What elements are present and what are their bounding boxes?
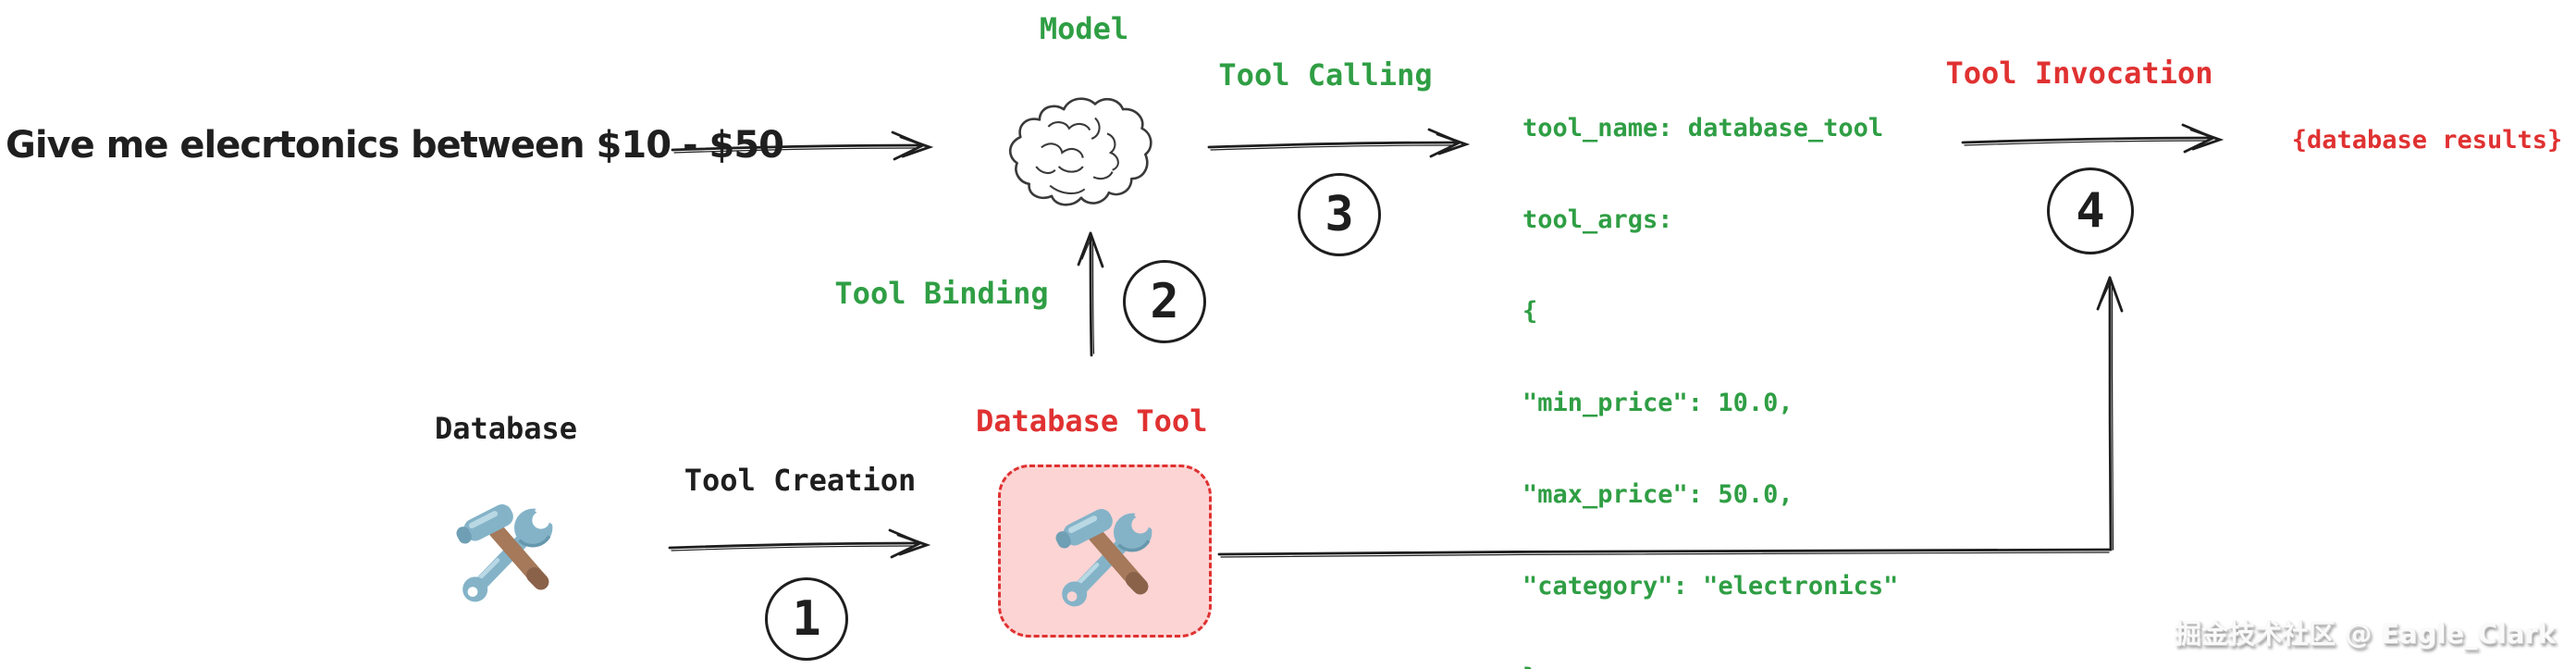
code-line: } [1522, 663, 1929, 669]
database-results-text: {database results} [2291, 126, 2563, 155]
arrow-query-to-model [671, 130, 934, 161]
code-line: tool_name: database_tool [1522, 114, 1884, 142]
step-circle-4: 4 [2047, 167, 2134, 254]
code-line: "max_price": 50.0, [1522, 480, 1793, 509]
database-tool-box [998, 465, 1212, 638]
arrow-tool-to-invocation [1217, 276, 2124, 558]
code-line: tool_args: [1522, 205, 1673, 234]
arrow-database-to-tool [668, 528, 931, 559]
step-number: 3 [1325, 187, 1354, 242]
hammer-wrench-icon [1055, 504, 1164, 606]
step-number: 4 [2076, 183, 2105, 239]
brain-icon [1008, 97, 1152, 206]
database-tool-label: Database Tool [976, 403, 1208, 439]
tool-creation-label: Tool Creation [684, 463, 917, 498]
code-line: "category": "electronics" [1522, 572, 1899, 601]
tool-invocation-label: Tool Invocation [1945, 56, 2213, 91]
arrow-tool-to-model [1077, 231, 1104, 357]
model-label: Model [1039, 11, 1129, 46]
code-line: "min_price": 10.0, [1522, 389, 1793, 417]
step-circle-1: 1 [765, 577, 848, 661]
hammer-wrench-icon [456, 500, 564, 602]
database-label: Database [434, 411, 578, 446]
tool-call-code-block: tool_name: database_tool tool_args: { "m… [1522, 52, 1929, 669]
watermark-text: 掘金技术社区 @ Eagle_Clark [2175, 618, 2556, 650]
step-number: 2 [1150, 274, 1179, 329]
tool-calling-label: Tool Calling [1218, 57, 1433, 93]
code-line: { [1522, 297, 1538, 326]
step-circle-3: 3 [1298, 173, 1381, 256]
tool-binding-label: Tool Binding [834, 276, 1049, 311]
step-circle-2: 2 [1123, 260, 1206, 343]
arrow-toolcall-to-results [1961, 123, 2225, 154]
user-query-text: Give me elecrtonics between $10 - $50 [6, 124, 784, 167]
step-number: 1 [792, 591, 821, 647]
arrow-model-to-toolcall [1207, 128, 1471, 158]
